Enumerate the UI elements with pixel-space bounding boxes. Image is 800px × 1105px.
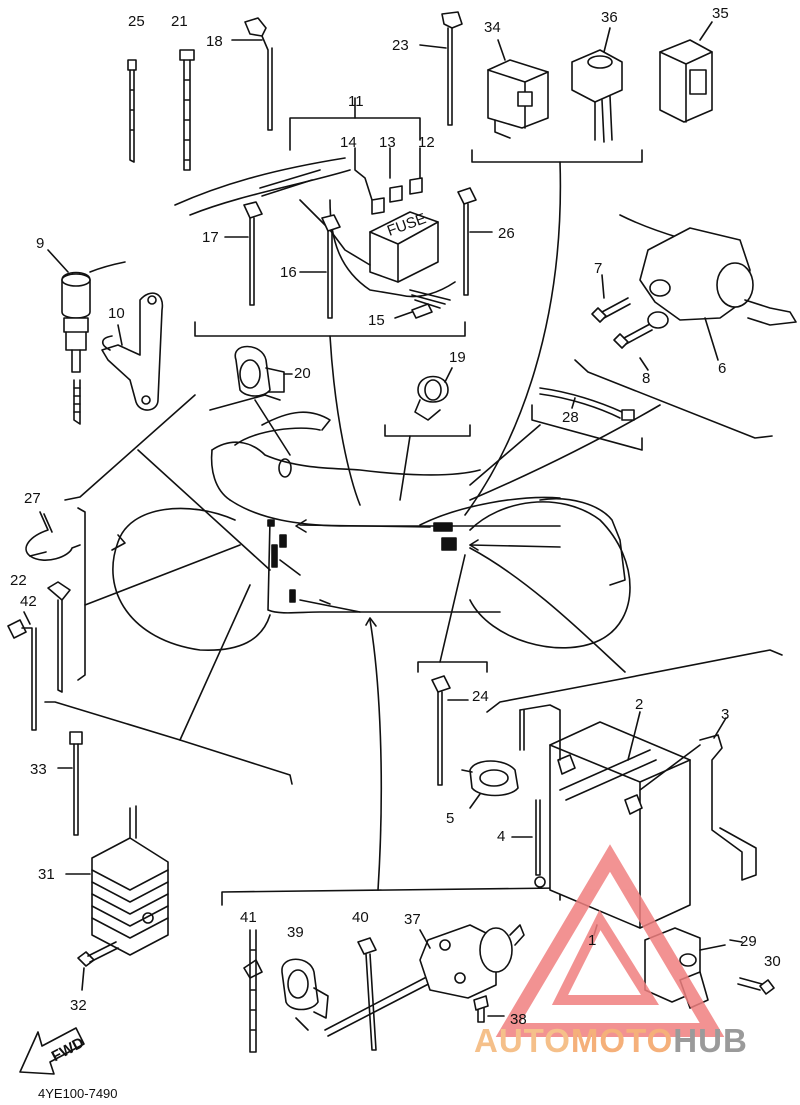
clamp-tie-24 bbox=[431, 675, 469, 786]
clip-27 bbox=[25, 511, 81, 561]
callout-23: 23 bbox=[392, 37, 409, 54]
switch-9 bbox=[47, 249, 126, 425]
bolt-8 bbox=[613, 323, 653, 371]
relay-35 bbox=[659, 21, 713, 123]
clamp-tie-16 bbox=[299, 214, 341, 319]
band-28 bbox=[539, 387, 635, 421]
callout-21: 21 bbox=[171, 13, 188, 30]
callout-17: 17 bbox=[202, 229, 219, 246]
clamp-tie-23 bbox=[419, 11, 463, 126]
clamp-39 bbox=[281, 958, 329, 1031]
clamp-5 bbox=[461, 760, 519, 809]
sensor-36 bbox=[571, 27, 623, 143]
callout-4: 4 bbox=[497, 828, 505, 845]
clamp-tie-18 bbox=[231, 17, 273, 131]
callout-15: 15 bbox=[368, 312, 385, 329]
callout-6: 6 bbox=[718, 360, 726, 377]
callout-40: 40 bbox=[352, 909, 369, 926]
callout-24: 24 bbox=[472, 688, 489, 705]
callout-31: 31 bbox=[38, 866, 55, 883]
cable-tie-21 bbox=[179, 49, 195, 171]
callout-20: 20 bbox=[294, 365, 311, 382]
callout-34: 34 bbox=[484, 19, 501, 36]
callout-41: 41 bbox=[240, 909, 257, 926]
watermark-part-1: AUTO bbox=[474, 1022, 571, 1059]
bolt-30 bbox=[737, 977, 775, 995]
callout-22: 22 bbox=[10, 572, 27, 589]
callout-37: 37 bbox=[404, 911, 421, 928]
callout-16: 16 bbox=[280, 264, 297, 281]
cable-tie-22 bbox=[47, 581, 71, 693]
callout-39: 39 bbox=[287, 924, 304, 941]
callout-9: 9 bbox=[36, 235, 44, 252]
callout-36: 36 bbox=[601, 9, 618, 26]
callout-32: 32 bbox=[70, 997, 87, 1014]
callout-1: 1 bbox=[588, 932, 596, 949]
cable-tie-41 bbox=[243, 929, 263, 1053]
callout-30: 30 bbox=[764, 953, 781, 970]
ignition-switch-6 bbox=[619, 214, 797, 361]
rectifier-31 bbox=[65, 805, 169, 956]
callout-10: 10 bbox=[108, 305, 125, 322]
clamp-tie-42 bbox=[7, 611, 37, 731]
callout-33: 33 bbox=[30, 761, 47, 778]
callout-13: 13 bbox=[379, 134, 396, 151]
clamp-tie-17 bbox=[224, 201, 263, 306]
leader-lines bbox=[44, 149, 783, 906]
battery-1 bbox=[519, 704, 691, 936]
callout-18: 18 bbox=[206, 33, 223, 50]
clamp-tie-26 bbox=[457, 187, 493, 296]
watermark-part-3: HUB bbox=[673, 1022, 748, 1059]
callout-3: 3 bbox=[721, 706, 729, 723]
cable-tie-33 bbox=[57, 731, 83, 836]
bolt-32 bbox=[77, 941, 119, 991]
callout-35: 35 bbox=[712, 5, 729, 22]
callout-11: 11 bbox=[348, 93, 364, 110]
watermark-part-2: MOTO bbox=[570, 1022, 674, 1059]
callout-25: 25 bbox=[128, 13, 145, 30]
diagram-code: 4YE100-7490 bbox=[38, 1086, 118, 1101]
callout-8: 8 bbox=[642, 370, 650, 387]
callout-28: 28 bbox=[562, 409, 579, 426]
callout-26: 26 bbox=[498, 225, 515, 242]
relay-34 bbox=[487, 39, 549, 139]
cable-tie-25 bbox=[127, 59, 137, 163]
callout-7: 7 bbox=[594, 260, 602, 277]
callout-29: 29 bbox=[740, 933, 757, 950]
callout-2: 2 bbox=[635, 696, 643, 713]
fuse-box: FUSE bbox=[174, 97, 456, 319]
callout-19: 19 bbox=[449, 349, 466, 366]
callout-27: 27 bbox=[24, 490, 41, 507]
callout-5: 5 bbox=[446, 810, 454, 827]
watermark-text: AUTOMOTOHUB bbox=[474, 1022, 748, 1060]
fwd-arrow-icon: FWD bbox=[19, 1027, 87, 1075]
bracket-10 bbox=[101, 292, 164, 411]
bolt-38 bbox=[473, 995, 505, 1023]
callout-42: 42 bbox=[20, 593, 37, 610]
motorcycle-outline bbox=[111, 411, 631, 651]
cable-4 bbox=[511, 799, 546, 888]
watermark-logo-icon bbox=[495, 844, 725, 1037]
cable-3 bbox=[639, 717, 757, 881]
callout-labels: 1 2 3 4 5 6 7 8 9 10 11 12 13 14 15 16 1… bbox=[10, 5, 781, 1028]
callout-38: 38 bbox=[510, 1011, 527, 1028]
clamp-tie-40 bbox=[357, 937, 377, 1051]
bolt-7 bbox=[591, 274, 631, 323]
callout-14: 14 bbox=[340, 134, 357, 151]
callout-12: 12 bbox=[418, 134, 435, 151]
clamp-20 bbox=[234, 345, 293, 397]
sensor-37 bbox=[324, 924, 525, 1037]
clamp-19 bbox=[414, 367, 453, 421]
